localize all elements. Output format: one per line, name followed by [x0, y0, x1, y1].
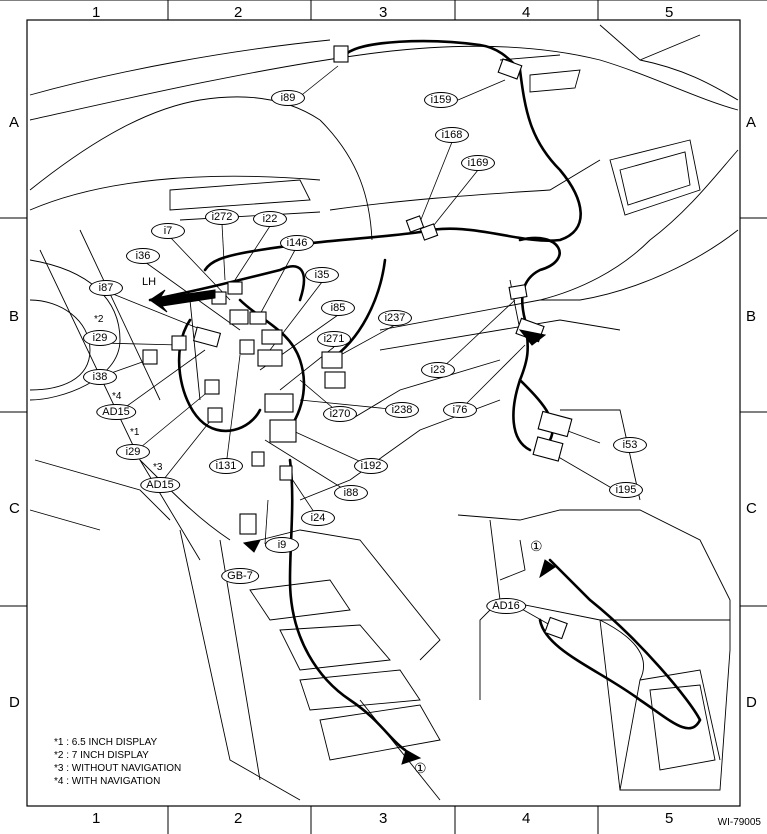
- callout-i238: i238: [385, 402, 419, 418]
- note-marker-3: *3: [153, 462, 163, 473]
- row-label-d-left: D: [9, 694, 20, 711]
- callout-i24: i24: [301, 510, 335, 526]
- callout-i29-bottom: i29: [116, 444, 150, 460]
- row-label-d-right: D: [746, 694, 757, 711]
- row-label-b-right: B: [746, 308, 757, 325]
- lh-label: LH: [142, 276, 157, 288]
- callout-i29-top: i29: [83, 330, 117, 346]
- callout-i237: i237: [378, 310, 412, 326]
- legend-item-1: *1 : 6.5 INCH DISPLAY: [54, 737, 158, 748]
- callout-i36: i36: [126, 248, 160, 264]
- column-label-1-top: 1: [92, 4, 101, 21]
- callout-i169: i169: [461, 155, 495, 171]
- row-label-c-left: C: [9, 500, 20, 517]
- column-label-4-bottom: 4: [522, 810, 531, 827]
- callout-gb7: GB-7: [221, 568, 259, 584]
- callout-i192: i192: [354, 458, 388, 474]
- legend-item-2: *2 : 7 INCH DISPLAY: [54, 750, 149, 761]
- connection-marker-1-floor: ①: [414, 760, 427, 776]
- callout-i272: i272: [205, 209, 239, 225]
- column-label-5-bottom: 5: [665, 810, 674, 827]
- column-label-2-top: 2: [234, 4, 243, 21]
- column-label-2-bottom: 2: [234, 810, 243, 827]
- column-label-4-top: 4: [522, 4, 531, 21]
- callout-i9: i9: [265, 537, 299, 553]
- callout-ad16: AD16: [486, 598, 526, 614]
- column-label-1-bottom: 1: [92, 810, 101, 827]
- legend: *1 : 6.5 INCH DISPLAY *2 : 7 INCH DISPLA…: [54, 736, 181, 788]
- note-marker-4: *4: [112, 391, 122, 402]
- callout-i131: i131: [209, 458, 243, 474]
- callout-ad15-bottom: AD15: [140, 477, 180, 493]
- callout-ad15-top: AD15: [96, 404, 136, 420]
- figure-id: WI-79005: [717, 817, 761, 828]
- callout-i23: i23: [421, 362, 455, 378]
- row-label-a-right: A: [746, 114, 757, 131]
- callout-i195: i195: [609, 482, 643, 498]
- callout-i146: i146: [280, 235, 314, 251]
- callout-i85: i85: [321, 300, 355, 316]
- callout-i89: i89: [271, 90, 305, 106]
- callout-i7: i7: [151, 223, 185, 239]
- callout-i271: i271: [317, 331, 351, 347]
- callout-i22: i22: [253, 211, 287, 227]
- note-marker-1: *1: [130, 427, 140, 438]
- row-label-b-left: B: [9, 308, 20, 325]
- column-label-3-bottom: 3: [379, 810, 388, 827]
- column-label-3-top: 3: [379, 4, 388, 21]
- callout-i35: i35: [305, 267, 339, 283]
- callout-i76: i76: [443, 402, 477, 418]
- callout-i88: i88: [334, 485, 368, 501]
- legend-item-3: *3 : WITHOUT NAVIGATION: [54, 763, 182, 774]
- row-label-c-right: C: [746, 500, 757, 517]
- callout-i168: i168: [435, 127, 469, 143]
- note-marker-2: *2: [94, 314, 104, 325]
- callout-i270: i270: [323, 406, 357, 422]
- callout-i38: i38: [83, 369, 117, 385]
- callout-i87: i87: [89, 280, 123, 296]
- connection-marker-1-console: ①: [530, 538, 543, 554]
- legend-item-4: *4 : WITH NAVIGATION: [54, 776, 161, 787]
- callout-i53: i53: [613, 437, 647, 453]
- column-label-5-top: 5: [665, 4, 674, 21]
- callout-i159: i159: [424, 92, 458, 108]
- row-label-a-left: A: [9, 114, 20, 131]
